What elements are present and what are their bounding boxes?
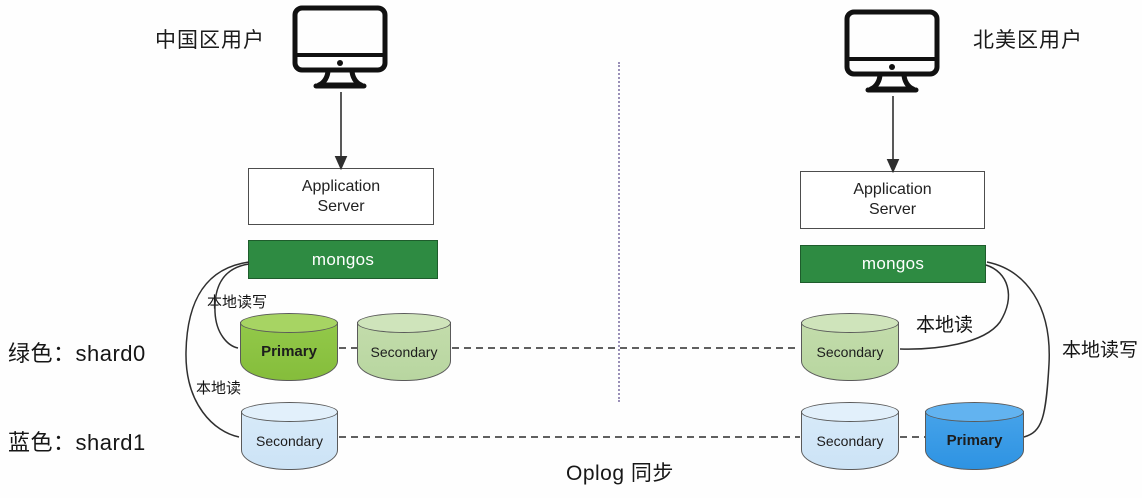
left-app-server-line1: Application xyxy=(301,177,381,195)
legend-item-shard1: 蓝色：shard1 xyxy=(8,430,146,455)
left-shard1-secondary-label: Secondary xyxy=(256,432,323,449)
right-shard0-secondary-cylinder: Secondary xyxy=(801,313,902,384)
right-shard1-secondary-label: Secondary xyxy=(816,432,884,449)
left-user-label: 中国区用户 xyxy=(155,29,265,52)
right-desktop-monitor-icon xyxy=(844,9,940,93)
right-edge-label-read: 本地读 xyxy=(916,315,974,336)
left-edge-label-read-write: 本地读写 xyxy=(207,294,268,311)
left-shard0-secondary-cylinder: Secondary xyxy=(357,313,454,384)
left-shard0-primary-label: Primary xyxy=(261,343,317,360)
oplog-sync-label: Oplog 同步 xyxy=(566,462,674,485)
right-user-label: 北美区用户 xyxy=(973,29,1083,52)
left-mongos-label: mongos xyxy=(311,249,375,269)
left-mongos-box: mongos xyxy=(248,240,438,279)
right-mongos-box: mongos xyxy=(800,245,986,283)
left-shard0-secondary-label: Secondary xyxy=(370,343,438,360)
right-app-server-line1: Application xyxy=(853,181,932,198)
left-edge-label-read: 本地读 xyxy=(196,380,242,397)
right-edge-label-read-write: 本地读写 xyxy=(1062,340,1139,361)
right-mongos-label: mongos xyxy=(861,254,925,273)
left-shard0-primary-cylinder: Primary xyxy=(240,313,341,384)
left-app-server-line2: Server xyxy=(317,197,365,215)
left-desktop-monitor-icon xyxy=(292,5,388,89)
right-application-server-box: Application Server xyxy=(800,171,985,229)
right-shard1-primary-cylinder: Primary xyxy=(925,402,1027,473)
right-shard1-secondary-cylinder: Secondary xyxy=(801,402,902,473)
legend-item-shard0: 绿色：shard0 xyxy=(8,341,146,366)
right-app-server-line2: Server xyxy=(868,201,917,218)
left-shard1-secondary-cylinder: Secondary xyxy=(241,402,341,473)
region-divider xyxy=(618,62,620,402)
left-application-server-box: Application Server xyxy=(248,168,434,225)
right-shard1-primary-label: Primary xyxy=(946,432,1003,449)
right-shard0-secondary-label: Secondary xyxy=(816,343,884,360)
